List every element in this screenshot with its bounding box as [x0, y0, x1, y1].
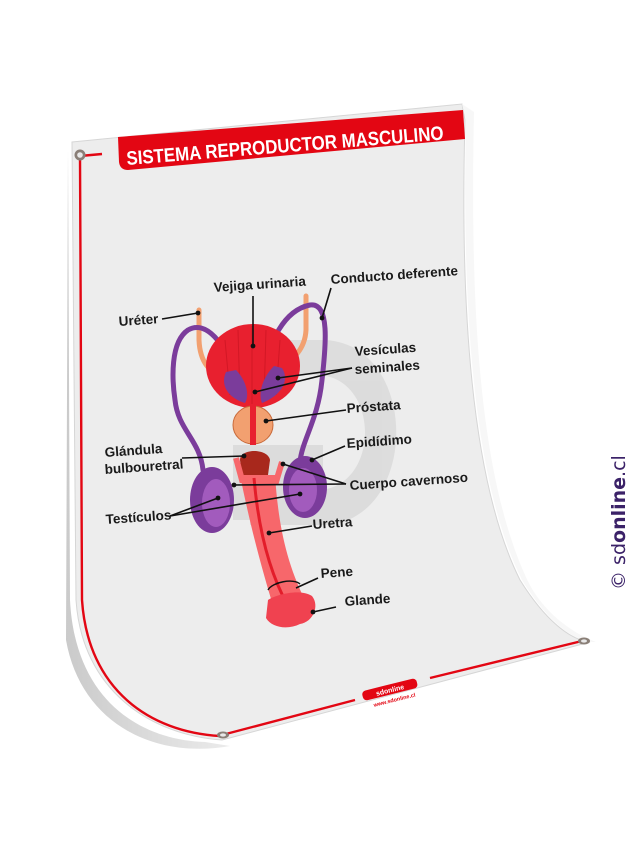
- watermark-prefix: sd: [608, 542, 630, 565]
- label-epididymis: Epidídimo: [346, 431, 412, 451]
- label-seminal-vesicles-line2: seminales: [354, 357, 420, 377]
- border-line-bottom-left: [221, 698, 356, 737]
- label-bulbourethral-line1: Glándula: [104, 441, 163, 460]
- label-testicles: Testículos: [105, 507, 172, 527]
- label-prostate: Próstata: [346, 397, 401, 416]
- border-line-left: [78, 155, 221, 738]
- glans: [266, 592, 316, 628]
- vas-deferens-left: [170, 325, 243, 479]
- leader-lines: [161, 287, 353, 613]
- penis-ring: [267, 580, 301, 591]
- seminal-vesicle-left: [224, 370, 248, 403]
- poster-sheet: [71, 103, 591, 741]
- title-banner: [118, 110, 465, 170]
- anatomy-diagram: [170, 293, 328, 628]
- label-bladder: Vejiga urinaria: [213, 274, 307, 295]
- label-penis: Pene: [320, 564, 354, 581]
- watermark-suffix: .cl: [608, 455, 630, 477]
- grommet-top-left: [74, 149, 86, 161]
- seminal-vesicle-right: [260, 366, 286, 403]
- leader-dots: [195, 310, 325, 615]
- copyright-symbol: ©: [608, 571, 630, 590]
- grommet-bottom-left: [217, 731, 229, 739]
- label-urethra: Uretra: [312, 514, 353, 532]
- label-ureter: Uréter: [118, 311, 159, 329]
- copyright-watermark: © sdonline.cl: [608, 455, 630, 590]
- border-line-bottom-right: [429, 639, 583, 680]
- label-seminal-vesicles-line1: Vesículas: [354, 340, 416, 359]
- watermark-bold: online: [608, 476, 630, 543]
- grommet-bottom-right: [578, 637, 590, 645]
- label-bulbourethral-line2: bulbouretral: [104, 457, 184, 477]
- bulbourethral-glands: [240, 451, 270, 475]
- label-glans: Glande: [344, 591, 391, 609]
